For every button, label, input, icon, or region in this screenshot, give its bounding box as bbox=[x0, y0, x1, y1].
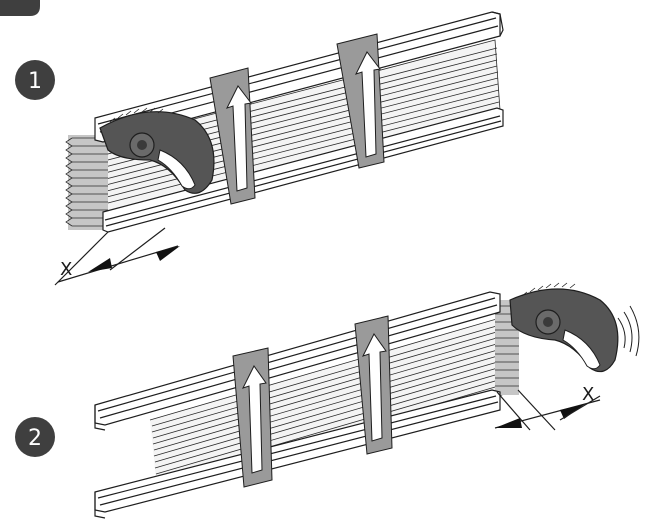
corner-tab bbox=[0, 0, 40, 16]
step-1: 1 bbox=[15, 11, 504, 286]
step-2-release-tool bbox=[509, 282, 619, 373]
step-2-badge bbox=[15, 417, 55, 457]
step-1-bottom-rail bbox=[102, 107, 504, 233]
step-2-bottom-rail bbox=[94, 389, 501, 519]
step-1-badge bbox=[15, 60, 55, 100]
step-1-up-arrow-left bbox=[209, 67, 256, 205]
step-1-dimension-label: X bbox=[60, 259, 72, 280]
step-2-dimension bbox=[494, 389, 601, 431]
step-1-pleat-stack bbox=[65, 135, 108, 230]
step-2-top-rail bbox=[94, 291, 501, 431]
step-2: 2 bbox=[15, 282, 640, 519]
step-2-up-arrow-right bbox=[354, 315, 393, 455]
step-2-up-arrow-left bbox=[232, 347, 273, 488]
step-2-motion-lines bbox=[617, 305, 640, 357]
step-1-up-arrow-right bbox=[336, 33, 385, 169]
step-2-dimension-label: X bbox=[582, 384, 594, 405]
step-1-dimension bbox=[54, 227, 180, 286]
step-2-number: 2 bbox=[28, 426, 42, 451]
step-1-release-tool bbox=[99, 107, 215, 194]
step-1-number: 1 bbox=[28, 69, 42, 94]
